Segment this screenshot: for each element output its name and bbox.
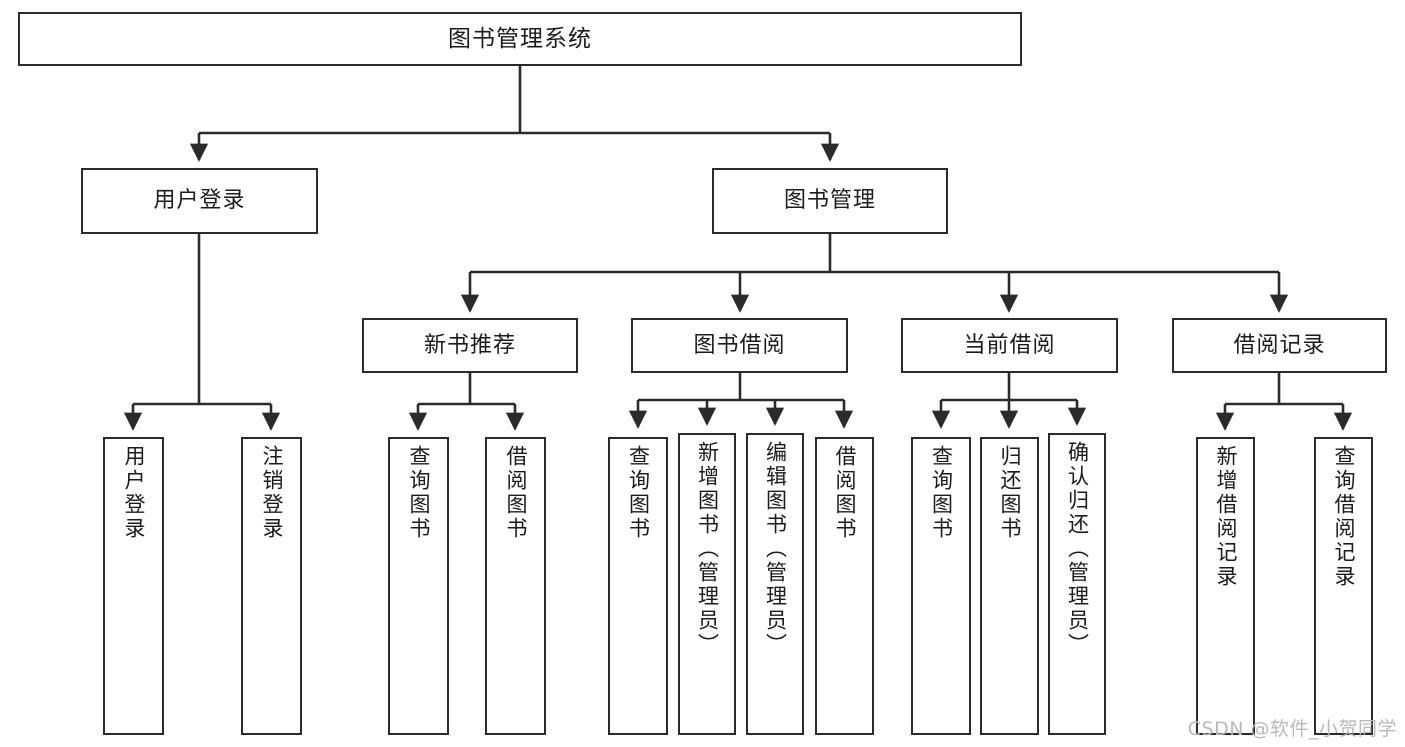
node-label: 编辑图书（管理员） <box>763 441 788 657</box>
node-current-borrow[interactable]: 当前借阅 <box>901 318 1118 373</box>
leaf-return-book[interactable]: 归还图书 <box>980 437 1039 735</box>
node-label: 图书管理系统 <box>448 25 592 52</box>
node-label: 借阅记录 <box>1233 332 1326 358</box>
node-label: 新增图书（管理员） <box>695 441 720 657</box>
node-label: 图书管理 <box>783 188 876 214</box>
node-book-borrow[interactable]: 图书借阅 <box>631 318 848 373</box>
leaf-add-book-admin[interactable]: 新增图书（管理员） <box>678 433 736 735</box>
node-new-book-recommend[interactable]: 新书推荐 <box>362 318 578 373</box>
node-label: 归还图书 <box>997 445 1022 541</box>
leaf-borrow-book-borrow[interactable]: 借阅图书 <box>815 437 874 735</box>
node-label: 新书推荐 <box>423 332 516 358</box>
node-borrow-record[interactable]: 借阅记录 <box>1172 318 1387 373</box>
node-label: 确认归还（管理员） <box>1065 441 1090 657</box>
node-book-manage[interactable]: 图书管理 <box>712 168 948 234</box>
leaf-query-book-recommend[interactable]: 查询图书 <box>388 437 449 735</box>
node-label: 当前借阅 <box>963 332 1056 358</box>
leaf-add-borrow-record[interactable]: 新增借阅记录 <box>1196 437 1255 735</box>
watermark-text: CSDN @软件_小贺同学 <box>1187 718 1397 740</box>
node-label: 借阅图书 <box>503 445 528 541</box>
node-label: 查询图书 <box>406 445 431 541</box>
leaf-query-book-borrow[interactable]: 查询图书 <box>608 437 668 735</box>
leaf-edit-book-admin[interactable]: 编辑图书（管理员） <box>746 433 804 735</box>
node-label: 借阅图书 <box>832 445 857 541</box>
leaf-logout-login[interactable]: 注销登录 <box>241 437 302 735</box>
leaf-query-book-current[interactable]: 查询图书 <box>911 437 971 735</box>
node-label: 新增借阅记录 <box>1213 445 1238 589</box>
node-label: 查询图书 <box>626 445 651 541</box>
node-root-book-management-system[interactable]: 图书管理系统 <box>18 12 1022 66</box>
leaf-confirm-return-admin[interactable]: 确认归还（管理员） <box>1048 433 1106 735</box>
node-user-login[interactable]: 用户登录 <box>81 168 318 234</box>
node-label: 注销登录 <box>259 445 284 541</box>
node-label: 图书借阅 <box>693 332 786 358</box>
node-label: 查询图书 <box>929 445 954 541</box>
node-label: 用户登录 <box>121 445 146 541</box>
leaf-user-login[interactable]: 用户登录 <box>103 437 164 735</box>
leaf-query-borrow-record[interactable]: 查询借阅记录 <box>1314 437 1373 735</box>
node-label: 查询借阅记录 <box>1331 445 1356 589</box>
node-label: 用户登录 <box>153 188 246 214</box>
leaf-borrow-book-recommend[interactable]: 借阅图书 <box>485 437 546 735</box>
